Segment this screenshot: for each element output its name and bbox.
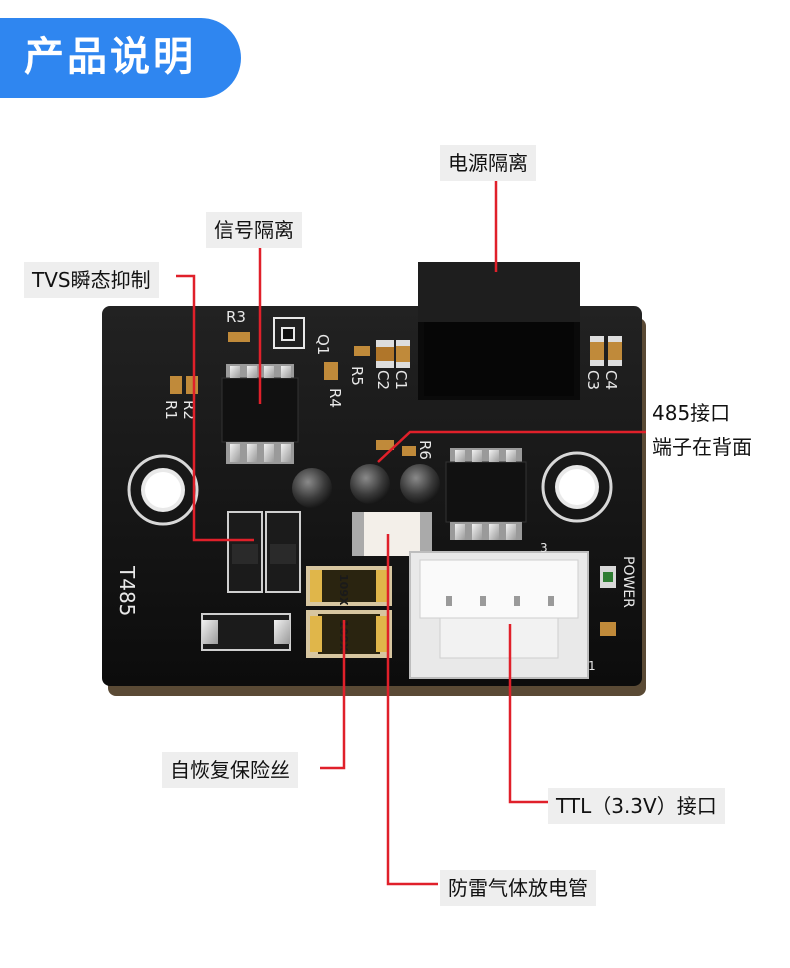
silk-r1: R1 — [162, 400, 180, 420]
ttl-connector — [409, 551, 589, 679]
label-fuse: 自恢复保险丝 — [162, 752, 298, 788]
leader-gdt — [386, 534, 438, 886]
leader-tvs — [176, 274, 254, 542]
silk-c3: C3 — [584, 370, 602, 390]
mounting-hole-left — [127, 454, 199, 526]
silk-r3: R3 — [226, 308, 246, 326]
leader-ttl — [508, 624, 548, 804]
leader-fuse — [320, 620, 346, 770]
label-power-isolation: 电源隔离 — [440, 145, 536, 181]
silk-c1: C1 — [392, 370, 410, 390]
label-485-port-line1: 485接口 — [652, 401, 731, 425]
resettable-fuses — [306, 566, 392, 658]
label-tvs: TVS瞬态抑制 — [24, 262, 159, 298]
silk-c4: C4 — [602, 370, 620, 390]
silk-r2: R2 — [180, 400, 198, 420]
silk-r6: R6 — [416, 440, 434, 460]
silk-c2: C2 — [374, 370, 392, 390]
smd-capacitors-top — [170, 332, 622, 636]
transistor-q1 — [273, 317, 305, 349]
label-gdt: 防雷气体放电管 — [440, 870, 596, 906]
leader-485-port — [377, 430, 646, 463]
page-title: 产品说明 — [24, 34, 196, 80]
label-485-port-line2: 端子在背面 — [652, 435, 752, 459]
label-signal-isolation: 信号隔离 — [206, 212, 302, 248]
fuse-marking-a: 109X — [337, 574, 350, 606]
gas-discharge-tube — [352, 512, 432, 556]
header-banner — [0, 18, 241, 98]
silk-power: POWER — [620, 556, 636, 608]
terminal-pads — [292, 464, 440, 508]
silk-r5: R5 — [348, 366, 366, 386]
silk-q1: Q1 — [314, 334, 332, 355]
power-isolation-module — [418, 262, 580, 400]
label-ttl: TTL（3.3V）接口 — [548, 788, 725, 824]
mounting-hole-right — [541, 451, 613, 523]
silk-pin3: 3 — [540, 541, 548, 555]
silk-pin1: 1 — [588, 659, 596, 673]
tvs-diodes — [201, 511, 301, 651]
silk-model: T485 — [115, 565, 139, 616]
rs485-transceiver-ic — [445, 448, 527, 540]
silk-r4: R4 — [326, 388, 344, 408]
